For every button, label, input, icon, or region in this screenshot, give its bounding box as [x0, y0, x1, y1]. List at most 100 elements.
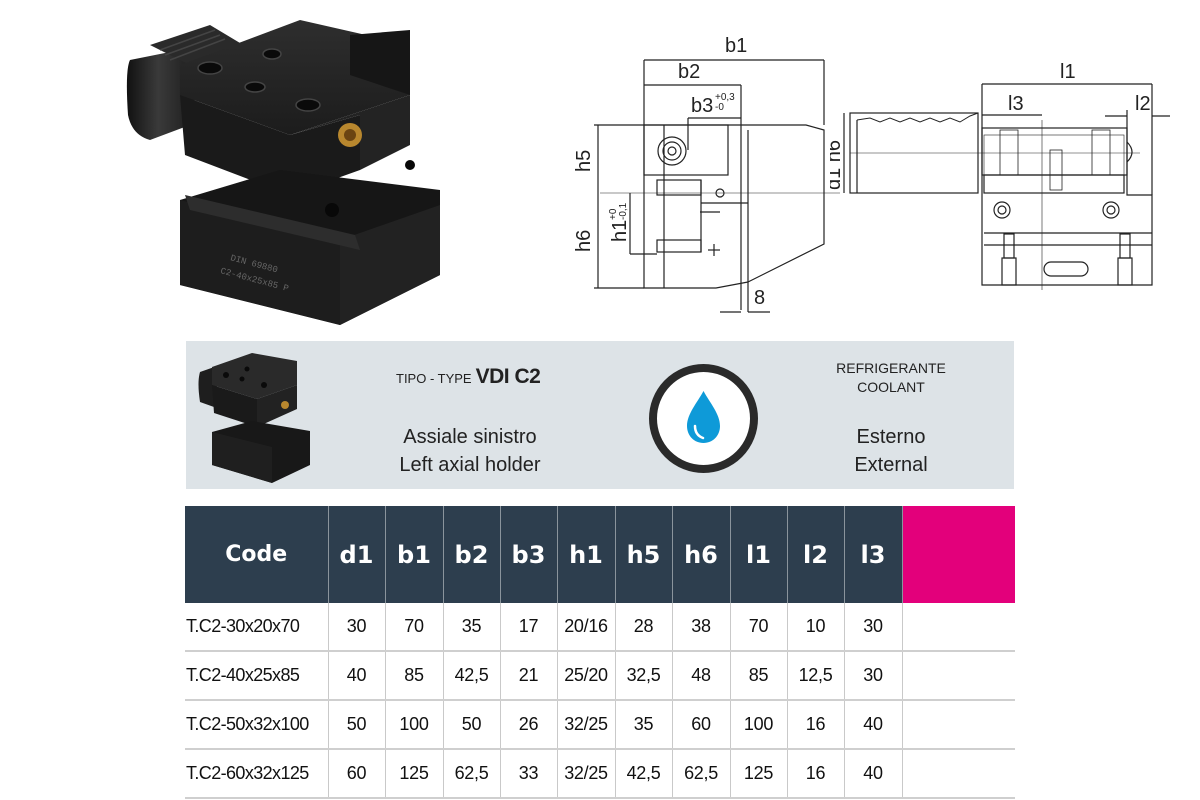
cell-d1: 50 [328, 700, 386, 750]
header-l2: l2 [787, 506, 845, 603]
coolant-label-en: COOLANT [857, 379, 925, 395]
header-b2: b2 [443, 506, 501, 603]
cell-l1: 125 [730, 749, 788, 799]
cell-l3: 30 [844, 603, 903, 652]
cell-h6: 62,5 [672, 749, 731, 799]
cell-empty [902, 603, 1015, 652]
cell-l2: 10 [787, 603, 845, 652]
cell-h1: 20/16 [557, 603, 616, 652]
cell-l2: 12,5 [787, 651, 845, 701]
front-view-drawing: b1 b2 b3 +0,3 -0 h5 h6 h1 +0 -0,1 8 [573, 35, 840, 313]
cell-b3: 17 [500, 603, 558, 652]
header-accent-block [902, 506, 1015, 603]
cell-d1: 60 [328, 749, 386, 799]
type-prefix: TIPO - TYPE [396, 371, 472, 386]
dim-b2: b2 [678, 61, 700, 83]
dim-h6: h6 [573, 230, 595, 252]
cell-b2: 62,5 [443, 749, 501, 799]
cell-b1: 70 [385, 603, 444, 652]
holder-it: Assiale sinistro [403, 426, 537, 448]
cell-h6: 60 [672, 700, 731, 750]
dim-l2: l2 [1135, 93, 1151, 115]
coolant-value-it: Esterno [856, 426, 926, 448]
header-l3: l3 [844, 506, 903, 603]
dim-b3-tol-lower: -0 [715, 102, 724, 113]
spec-table: Code d1 b1 b2 b3 h1 h5 h6 l1 l2 l3 T.C2-… [185, 506, 1015, 799]
cell-h5: 32,5 [615, 651, 673, 701]
cell-l1: 85 [730, 651, 788, 701]
cell-l1: 100 [730, 700, 788, 750]
cell-l1: 70 [730, 603, 788, 652]
cell-h1: 32/25 [557, 700, 616, 750]
coolant-value-en: External [854, 454, 928, 476]
header-b3: b3 [500, 506, 558, 603]
cell-b3: 33 [500, 749, 558, 799]
coolant-label-it: REFRIGERANTE [836, 360, 946, 376]
cell-empty [902, 700, 1015, 750]
cell-h6: 38 [672, 603, 731, 652]
header-l1: l1 [730, 506, 788, 603]
cell-code: T.C2-40x25x85 [185, 651, 329, 701]
cell-empty [902, 651, 1015, 701]
dim-h1-tol-upper: +0 [608, 208, 619, 220]
coolant-value: Esterno External [786, 423, 996, 479]
cell-h6: 48 [672, 651, 731, 701]
water-drop-icon [687, 391, 720, 443]
cell-code: T.C2-50x32x100 [185, 700, 329, 750]
cell-l2: 16 [787, 749, 845, 799]
dim-b3: b3 [691, 95, 713, 117]
product-photo: DIN 69880 C2-40x25x85 P [126, 20, 440, 325]
cell-b1: 85 [385, 651, 444, 701]
dim-l1: l1 [1060, 61, 1076, 83]
header-b1: b1 [385, 506, 444, 603]
side-view-drawing: l1 l3 l2 d1 h6 [830, 61, 1170, 290]
cell-h5: 42,5 [615, 749, 673, 799]
dim-h1-tol-lower: -0,1 [618, 202, 629, 220]
cell-l3: 40 [844, 700, 903, 750]
cell-h1: 32/25 [557, 749, 616, 799]
cell-l2: 16 [787, 700, 845, 750]
coolant-badge [649, 364, 758, 473]
cell-h5: 35 [615, 700, 673, 750]
dim-d1: d1 h6 [830, 140, 845, 190]
cell-b1: 125 [385, 749, 444, 799]
coolant-label: REFRIGERANTE COOLANT [786, 359, 996, 397]
cell-b3: 26 [500, 700, 558, 750]
cell-b2: 50 [443, 700, 501, 750]
table-header-row: Code d1 b1 b2 b3 h1 h5 h6 l1 l2 l3 [185, 506, 1015, 603]
cell-h5: 28 [615, 603, 673, 652]
dim-h1: h1 [609, 220, 631, 242]
band-product-thumbnail [198, 353, 310, 483]
cell-h1: 25/20 [557, 651, 616, 701]
holder-en: Left axial holder [399, 454, 541, 476]
dim-h5: h5 [573, 150, 595, 172]
cell-l3: 40 [844, 749, 903, 799]
cell-empty [902, 749, 1015, 799]
cell-d1: 30 [328, 603, 386, 652]
dim-offset: 8 [754, 287, 765, 309]
header-h6: h6 [672, 506, 731, 603]
cell-code: T.C2-60x32x125 [185, 749, 329, 799]
header-h5: h5 [615, 506, 673, 603]
cell-b1: 100 [385, 700, 444, 750]
cell-b2: 42,5 [443, 651, 501, 701]
holder-description: Assiale sinistro Left axial holder [346, 423, 594, 479]
type-value: VDI C2 [475, 365, 541, 388]
dim-b3-tol-upper: +0,3 [715, 92, 735, 103]
header-h1: h1 [557, 506, 616, 603]
cell-b2: 35 [443, 603, 501, 652]
cell-code: T.C2-30x20x70 [185, 603, 329, 652]
dim-l3: l3 [1008, 93, 1024, 115]
header-code: Code [185, 506, 329, 603]
header-d1: d1 [328, 506, 386, 603]
dim-b1: b1 [725, 35, 747, 57]
cell-l3: 30 [844, 651, 903, 701]
cell-d1: 40 [328, 651, 386, 701]
cell-b3: 21 [500, 651, 558, 701]
